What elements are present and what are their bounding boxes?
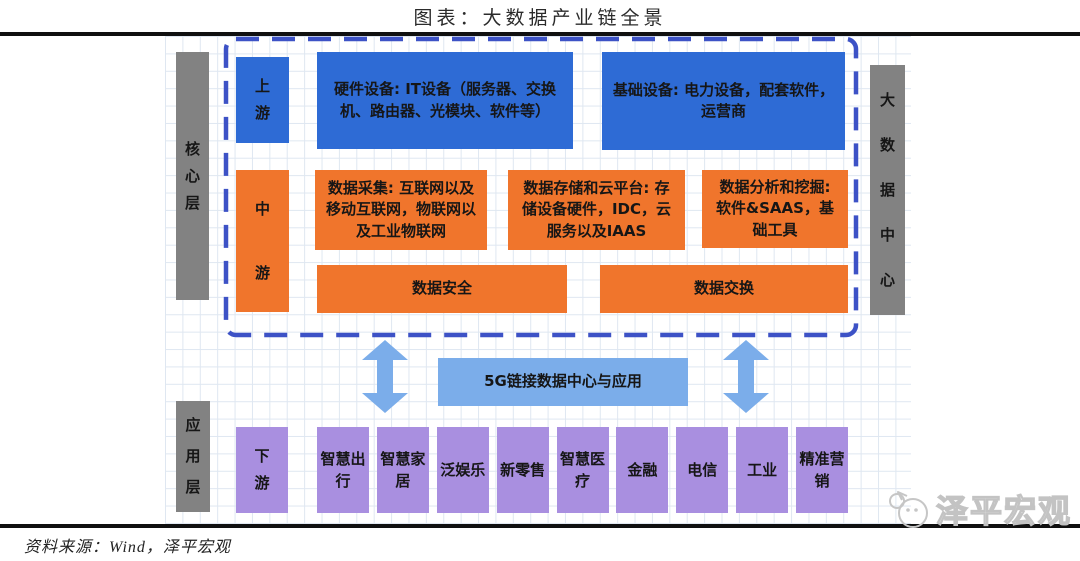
app-box-smart-travel: 智慧出行 <box>317 427 369 513</box>
application-boxes-row: 智慧出行 智慧家居 泛娱乐 新零售 智慧医疗 金融 电信 工业 精准营销 <box>317 427 848 513</box>
data-storage-cloud-box: 数据存储和云平台: 存储设备硬件，IDC，云服务以及IAAS <box>508 170 685 250</box>
infrastructure-box: 基础设备: 电力设备，配套软件，运营商 <box>602 52 845 150</box>
brand-watermark: 泽平宏观 <box>886 486 1072 532</box>
app-box-precision-marketing: 精准营销 <box>796 427 848 513</box>
big-data-center-label: 大 数 据 中 心 <box>870 65 905 315</box>
data-exchange-box: 数据交换 <box>600 265 848 313</box>
app-box-new-retail: 新零售 <box>496 427 549 513</box>
app-box-industry: 工业 <box>736 427 789 513</box>
5g-link-box: 5G链接数据中心与应用 <box>438 358 688 406</box>
app-box-smart-home: 智慧家居 <box>376 427 429 513</box>
watermark-brand-text: 泽平宏观 <box>935 491 1073 530</box>
data-collection-box: 数据采集: 互联网以及移动互联网，物联网以及工业物联网 <box>315 170 487 250</box>
hardware-equipment-box: 硬件设备: IT设备（服务器、交换机、路由器、光模块、软件等） <box>317 52 573 149</box>
page-title: 图表：大数据产业链全景 <box>413 8 667 29</box>
downstream-stage-box: 下 游 <box>236 427 288 513</box>
brand-logo-icon <box>889 491 928 528</box>
app-box-pan-entertainment: 泛娱乐 <box>436 427 489 513</box>
bottom-divider <box>0 524 1080 528</box>
app-box-telecom: 电信 <box>676 427 729 513</box>
core-layer-label: 核 心 层 <box>176 52 209 300</box>
upstream-stage-box: 上 游 <box>236 57 289 143</box>
app-box-finance: 金融 <box>616 427 669 513</box>
source-note: 资料来源：Wind，泽平宏观 <box>24 539 231 556</box>
midstream-stage-box: 中 游 <box>236 170 289 312</box>
data-analysis-mining-box: 数据分析和挖掘: 软件&SAAS，基础工具 <box>702 170 848 248</box>
application-layer-label: 应 用 层 <box>176 401 210 512</box>
top-divider <box>0 32 1080 36</box>
app-box-smart-healthcare: 智慧医疗 <box>556 427 609 513</box>
data-security-box: 数据安全 <box>317 265 567 313</box>
